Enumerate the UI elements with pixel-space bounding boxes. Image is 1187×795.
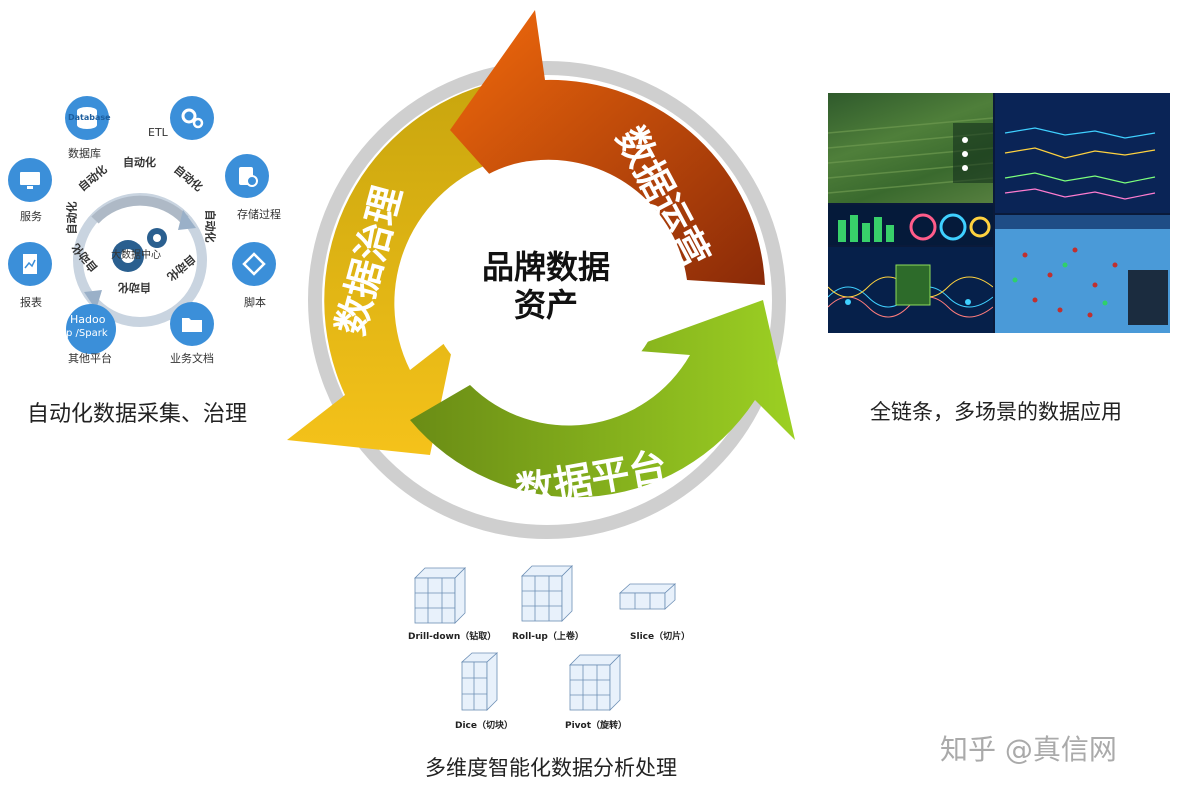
etl-node [170, 96, 214, 140]
hadoop-node: Hadoo p /Spark [66, 304, 116, 354]
etl-label: ETL [148, 126, 168, 139]
center-title-line2: 资产 [513, 286, 578, 324]
pivot-caption: Pivot（旋转） [565, 721, 628, 731]
ring-label-right: 自动化 [203, 209, 217, 243]
olap-cubes: Drill-down（钻取） Roll-up（上卷） Slice（切片） Dic… [390, 555, 700, 735]
script-node [232, 242, 276, 286]
storage-node [225, 154, 269, 198]
gear-icon [181, 108, 204, 129]
service-label: 服务 [20, 210, 42, 223]
hadoop-text-1: Hadoo [70, 313, 106, 326]
database-icon [77, 107, 97, 129]
report-icon [23, 254, 37, 274]
center-title-line1: 品牌数据 [481, 248, 610, 286]
folder-icon [182, 318, 202, 332]
business-docs-label: 业务文档 [170, 352, 214, 365]
wave-chart-panel [828, 247, 993, 333]
cycle-center [425, 160, 665, 400]
watermark: 知乎 @真信网 [940, 733, 1117, 766]
farm-field-image [828, 93, 993, 203]
clipboard-icon [239, 167, 258, 187]
drill-down-cube [414, 567, 466, 624]
left-caption: 自动化数据采集、治理 [27, 402, 248, 427]
database-node-text: Database [68, 113, 111, 122]
ring-label-bottom: 自动化 [118, 281, 151, 294]
automation-diagram: 大数据中心 自动化 自动化 自动化 自动化 自动化 自动化 自动化 自动化 Da… [0, 60, 290, 380]
ring-label-left: 自动化 [65, 201, 79, 235]
big-data-center-label: 大数据中心 [111, 250, 161, 261]
cycle-shadow-ring [308, 61, 786, 539]
service-node [8, 158, 52, 202]
drill-down-caption: Drill-down（钻取） [408, 632, 497, 642]
monitor-icon [20, 172, 40, 189]
database-label: 数据库 [68, 147, 101, 160]
cycle-diagram [287, 10, 795, 539]
governance-arrow [287, 85, 500, 455]
map-panel [995, 215, 1170, 333]
hadoop-text-2: p /Spark [66, 328, 108, 339]
center-title: 品牌数据 资产 [451, 248, 641, 324]
storage-label: 存储过程 [237, 208, 281, 221]
slice-caption: Slice（切片） [630, 632, 691, 642]
roll-up-caption: Roll-up（上卷） [512, 632, 584, 642]
pivot-cube [569, 654, 621, 711]
slice-cube [618, 583, 677, 610]
dice-cube [460, 652, 499, 711]
right-caption: 全链条，多场景的数据应用 [870, 400, 1122, 424]
bar-gauge-panel [828, 205, 993, 245]
report-label: 报表 [20, 296, 42, 309]
roll-up-cube [521, 565, 573, 622]
bottom-caption: 多维度智能化数据分析处理 [425, 756, 677, 780]
other-platform-label: 其他平台 [68, 352, 112, 365]
database-node [65, 96, 109, 140]
platform-arrow [410, 300, 795, 498]
report-node [8, 242, 52, 286]
script-label: 脚本 [244, 296, 266, 309]
dashboard-collage [828, 93, 1170, 333]
ring-label-top: 自动化 [123, 156, 156, 169]
line-chart-panel [995, 93, 1170, 213]
business-docs-node [170, 302, 214, 346]
script-icon [242, 252, 266, 276]
automation-ring [73, 193, 207, 327]
dice-caption: Dice（切块） [455, 721, 513, 731]
